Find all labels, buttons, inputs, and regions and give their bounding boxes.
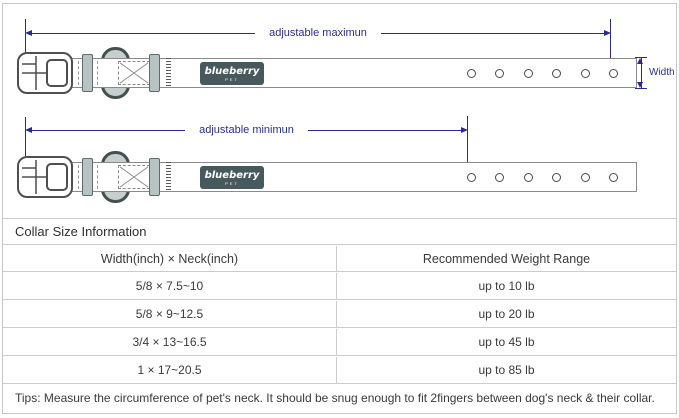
woven-label-tag [166, 162, 171, 192]
size-cell: 5/8 × 7.5~10 [3, 273, 337, 299]
cross-stitch-box [118, 165, 150, 189]
table-row: 5/8 × 7.5~10 up to 10 lb [3, 273, 676, 300]
strap-hole [552, 69, 562, 78]
table-title: Collar Size Information [3, 218, 676, 245]
width-double-arrow [637, 58, 645, 88]
weight-cell: up to 20 lb [478, 307, 535, 321]
adjustable-minimum-label: adjustable minimun [199, 124, 294, 136]
strap-keeper [82, 54, 93, 92]
stitch-line [97, 61, 98, 85]
dimension-extension-line [467, 116, 468, 176]
strap-hole [495, 173, 505, 182]
side-release-buckle [16, 155, 74, 199]
brand-subtitle: PET [225, 76, 239, 82]
width-cap-top [635, 57, 647, 58]
strap-keeper [149, 158, 160, 196]
outer-frame [2, 3, 677, 414]
weight-cell: up to 45 lb [478, 335, 535, 349]
arrowhead-left-icon [25, 30, 32, 36]
strap-hole [523, 173, 533, 182]
arrowhead-right-icon [461, 127, 468, 133]
adjustable-minimum-dimension: adjustable minimun [25, 123, 468, 137]
woven-label-tag [166, 58, 171, 88]
weight-cell: up to 10 lb [478, 279, 535, 293]
strap-hole [523, 69, 533, 78]
table-row: 1 × 17~20.5 up to 85 lb [3, 357, 676, 384]
dimension-extension-line [25, 19, 26, 53]
strap-holes [467, 173, 618, 182]
strap-hole [495, 69, 505, 78]
strap-hole [552, 173, 562, 182]
dimension-extension-line [610, 19, 611, 74]
strap-keeper [149, 54, 160, 92]
collar-strap-top [71, 58, 637, 88]
strap-hole [467, 173, 476, 182]
collar-strap-bottom [71, 162, 637, 192]
arrowhead-down-icon [637, 82, 643, 88]
size-cell: 5/8 × 9~12.5 [3, 301, 337, 327]
width-label: Width [649, 67, 675, 78]
column-header-weight: Recommended Weight Range [422, 251, 591, 266]
blueberry-logo-patch: blueberry PET [200, 62, 264, 85]
adjustable-maximum-dimension: adjustable maximun [25, 26, 611, 40]
table-header-row: Width(inch) × Neck(inch) Recommended Wei… [3, 246, 676, 272]
strap-hole [467, 69, 476, 78]
side-release-buckle [16, 51, 74, 95]
arrowhead-right-icon [604, 30, 611, 36]
column-header-size: Width(inch) × Neck(inch) [3, 246, 337, 271]
strap-holes [467, 69, 618, 78]
tips-note: Tips: Measure the circumference of pet's… [15, 391, 655, 405]
strap-hole [580, 173, 590, 182]
blueberry-logo-patch: blueberry PET [200, 166, 264, 189]
brand-name: blueberry [204, 65, 260, 77]
arrowhead-left-icon [25, 127, 32, 133]
size-cell: 1 × 17~20.5 [3, 357, 337, 383]
arrowhead-up-icon [637, 58, 643, 64]
stitch-line [78, 61, 79, 85]
size-cell: 3/4 × 13~16.5 [3, 329, 337, 355]
dimension-extension-line [25, 117, 26, 156]
stitch-line [97, 165, 98, 189]
cross-stitch-box [118, 61, 150, 85]
strap-hole [608, 173, 618, 182]
stitch-line [78, 165, 79, 189]
width-cap-bottom [635, 88, 647, 89]
table-row: 5/8 × 9~12.5 up to 20 lb [3, 301, 676, 328]
table-row: 3/4 × 13~16.5 up to 45 lb [3, 329, 676, 356]
strap-keeper [82, 158, 93, 196]
strap-hole [608, 69, 618, 78]
weight-cell: up to 85 lb [478, 363, 535, 377]
adjustable-maximum-label: adjustable maximun [269, 27, 367, 39]
brand-subtitle: PET [225, 180, 239, 186]
strap-hole [580, 69, 590, 78]
brand-name: blueberry [204, 169, 260, 181]
